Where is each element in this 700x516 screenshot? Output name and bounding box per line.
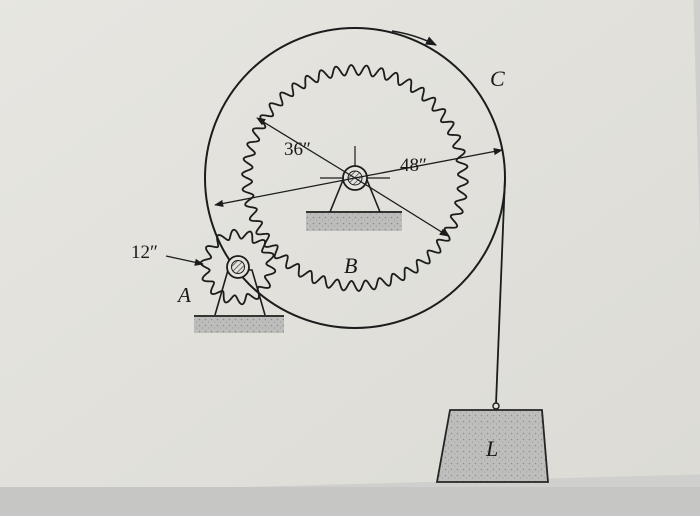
dimension-line-diameter-left <box>214 177 356 208</box>
dimension-line-48 <box>354 147 503 179</box>
label-radius-b-outer: 48″ <box>400 155 427 176</box>
gear-b-teeth <box>241 64 469 292</box>
cable-c <box>495 177 506 405</box>
paper-page <box>0 0 700 495</box>
label-radius-b-inner: 36″ <box>284 139 311 160</box>
hub-a <box>226 255 250 279</box>
dimension-line-diameter-right <box>354 177 449 237</box>
cable-hook <box>492 402 500 410</box>
dimension-line-36 <box>256 117 356 179</box>
paper-edge-shadow <box>0 487 700 516</box>
label-cable-c: C <box>490 66 505 91</box>
label-gear-a: A <box>176 283 191 307</box>
label-load-l: L <box>485 436 498 461</box>
label-radius-a: 12″ <box>131 242 158 263</box>
load-l <box>435 409 549 483</box>
label-gear-b: B <box>344 253 357 278</box>
rotation-arrow <box>391 30 438 46</box>
gear-a-teeth <box>199 228 277 306</box>
dimension-line-12 <box>165 255 204 266</box>
